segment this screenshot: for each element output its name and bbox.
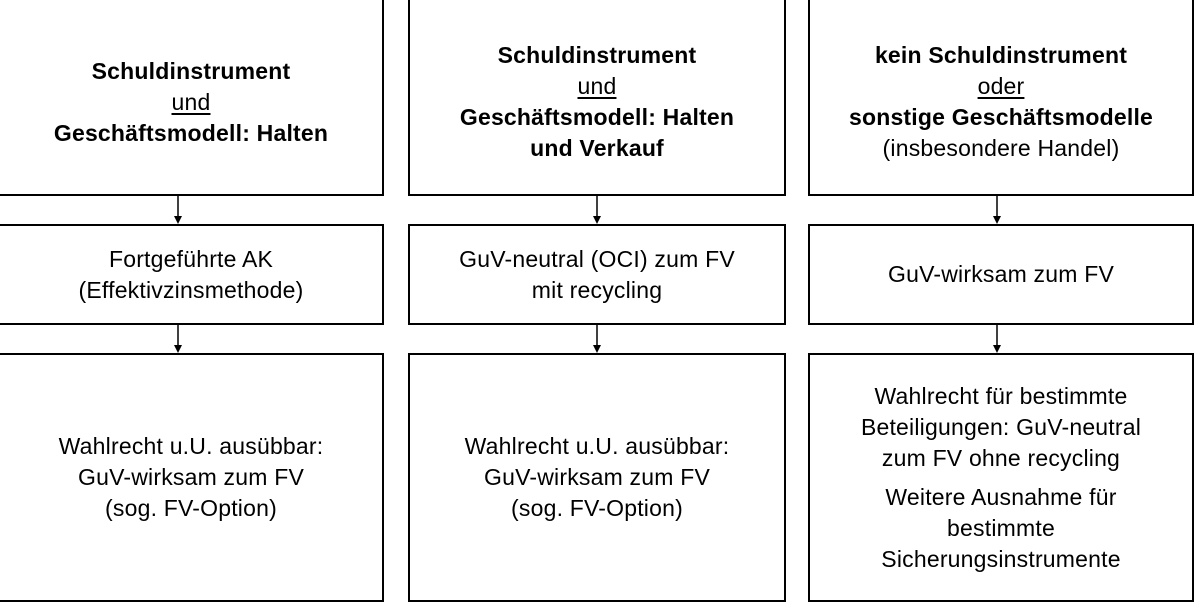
option-line: GuV-wirksam zum FV: [484, 464, 710, 490]
option-extra-line: bestimmte: [947, 514, 1055, 541]
measurement-box-col2: GuV-neutral (OCI) zum FV mit recycling: [408, 224, 786, 325]
measurement-line: GuV-wirksam zum FV: [888, 261, 1114, 287]
option-line: (sog. FV-Option): [105, 495, 277, 521]
header-line: kein Schuldinstrument: [874, 42, 1128, 68]
option-extra-line: Weitere Ausnahme für: [885, 483, 1117, 510]
option-extra-line: Sicherungsinstrumente: [881, 545, 1121, 572]
option-line: Wahlrecht u.U. ausübbar:: [58, 433, 324, 459]
option-line: Wahlrecht u.U. ausübbar:: [464, 433, 730, 459]
option-line: zum FV ohne recycling: [881, 444, 1121, 471]
header-box-col2: Schuldinstrument und Geschäftsmodell: Ha…: [408, 0, 786, 196]
header-line: Schuldinstrument: [91, 57, 291, 84]
measurement-box-col3: GuV-wirksam zum FV: [808, 224, 1194, 325]
measurement-line: mit recycling: [531, 276, 663, 303]
header-box-col1: Schuldinstrument und Geschäftsmodell: Ha…: [0, 0, 384, 196]
option-line: (sog. FV-Option): [511, 495, 683, 521]
option-line: Beteiligungen: GuV-neutral: [860, 413, 1142, 440]
header-box-col3: kein Schuldinstrument oder sonstige Gesc…: [808, 0, 1194, 196]
header-note: (insbesondere Handel): [882, 135, 1120, 161]
option-line: Wahlrecht für bestimmte: [874, 382, 1128, 409]
header-line: Geschäftsmodell: Halten: [459, 104, 735, 130]
header-line: und Verkauf: [530, 135, 664, 161]
option-line: GuV-wirksam zum FV: [78, 464, 304, 490]
measurement-line: (Effektivzinsmethode): [78, 276, 304, 303]
header-connector: und: [577, 73, 617, 99]
measurement-box-col1: Fortgeführte AK (Effektivzinsmethode): [0, 224, 384, 325]
header-connector: oder: [977, 73, 1025, 99]
header-line: Schuldinstrument: [497, 42, 697, 68]
option-box-col1: Wahlrecht u.U. ausübbar: GuV-wirksam zum…: [0, 353, 384, 602]
option-box-col2: Wahlrecht u.U. ausübbar: GuV-wirksam zum…: [408, 353, 786, 602]
header-line: sonstige Geschäftsmodelle: [848, 104, 1154, 130]
option-box-col3: Wahlrecht für bestimmte Beteiligungen: G…: [808, 353, 1194, 602]
header-connector: und: [171, 88, 211, 115]
measurement-line: Fortgeführte AK: [108, 245, 274, 272]
header-line: Geschäftsmodell: Halten: [53, 119, 329, 146]
measurement-line: GuV-neutral (OCI) zum FV: [459, 245, 735, 272]
